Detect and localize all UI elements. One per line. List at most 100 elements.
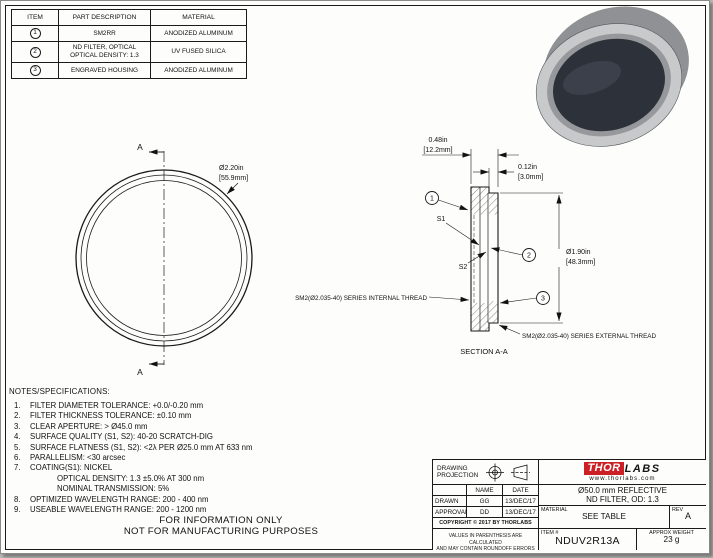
part-title-line1: Ø50.0 mm REFLECTIVE (578, 485, 667, 495)
logo-labs-text: LABS (624, 462, 661, 475)
bom-item-3-balloon: 3 (29, 65, 41, 76)
bom-table: ITEM PART DESCRIPTION MATERIAL 1 SM2RR A… (11, 9, 247, 79)
part-title-line2: ND FILTER, OD: 1.3 (586, 495, 659, 504)
approval-date-cell: 13/DEC/17 (502, 506, 538, 517)
balloon-1-leader (438, 199, 469, 211)
rev-value: A (684, 511, 691, 521)
hatch-top-lip (489, 193, 498, 215)
front-view: A A Ø2.20in [55.9mm] (75, 142, 253, 377)
note-subline: NOMINAL TRANSMISSION: 5% (57, 484, 170, 494)
iso-glass-sheen (563, 60, 621, 95)
title-block: DRAWING PROJECTION NAME DATE DRAWN GG 13… (432, 459, 706, 550)
drawing-frame (5, 5, 706, 550)
internal-thread-leader (428, 296, 470, 302)
note-line: 5.SURFACE FLATNESS (S1, S2): <2λ PER Ø25… (14, 442, 253, 452)
projection-symbol-icon (486, 463, 531, 481)
front-dia-mm: [55.9mm] (219, 175, 248, 182)
internal-thread-label: SM2(Ø2.035-40) SERIES INTERNAL THREAD (295, 295, 427, 302)
iso-view (535, 6, 689, 147)
names-corner-cell (432, 484, 466, 495)
bom-header-item: ITEM (11, 9, 59, 26)
balloon-2-number: 2 (527, 253, 531, 260)
balloon-1 (425, 191, 439, 205)
notes-section: NOTES/SPECIFICATIONS: 1.FILTER DIAMETER … (9, 387, 429, 515)
front-dia-in: Ø2.20in (219, 165, 244, 172)
not-mfg-text: NOT FOR MANUFACTURING PURPOSES (123, 526, 319, 537)
item-number-value: NDUV2R13A (555, 535, 620, 547)
weight-label: APPROX WEIGHT (649, 530, 694, 536)
section-title: SECTION A-A (460, 347, 508, 356)
surface-s1-label: S1 (437, 216, 446, 223)
dim-190-mm: [48.3mm] (566, 259, 595, 266)
s2-leader (467, 251, 487, 264)
logo-thor-text: THOR (584, 462, 624, 475)
bom-item-2-balloon: 2 (29, 46, 41, 58)
dim-048-mm: [12.2mm] (423, 147, 452, 154)
drawn-label-cell: DRAWN (432, 495, 466, 506)
part-title-cell: Ø50.0 mm REFLECTIVE ND FILTER, OD: 1.3 (538, 484, 706, 505)
approval-label-cell: APPROVAL (432, 506, 466, 517)
weight-cell: APPROX WEIGHT 23 g (636, 528, 706, 550)
info-only-text: FOR INFORMATION ONLY (159, 515, 283, 526)
bom-header-description: PART DESCRIPTION (58, 9, 151, 26)
bom-header-material: MATERIAL (150, 9, 247, 26)
projection-label-line1: DRAWING (437, 464, 468, 472)
external-thread-label: SM2(Ø2.035-40) SERIES EXTERNAL THREAD (522, 333, 656, 340)
item-number-label: ITEM # (541, 530, 559, 536)
bom-row-1-material: ANODIZED ALUMINUM (150, 25, 247, 42)
dim-190-in: Ø1.90in (566, 249, 591, 256)
external-thread-leader (498, 324, 521, 335)
bom-row-2-material: UV FUSED SILICA (150, 41, 247, 63)
front-dia-leader (226, 182, 239, 195)
material-cell: MATERIAL SEE TABLE (538, 505, 669, 528)
notes-heading: NOTES/SPECIFICATIONS: (9, 387, 110, 396)
hatch-bottom-lip (489, 301, 498, 323)
balloon-1-number: 1 (430, 196, 434, 203)
surface-s2-label: S2 (459, 264, 468, 271)
thorlabs-website: www.thorlabs.com (589, 476, 656, 482)
balloon-3-leader (499, 297, 537, 305)
dim-012-mm: [3.0mm] (518, 174, 543, 181)
note-line: 4.SURFACE QUALITY (S1, S2): 40-20 SCRATC… (14, 432, 213, 442)
material-value: SEE TABLE (582, 512, 626, 521)
s1-leader (445, 222, 480, 246)
bom-row-2: 2 ND FILTER, OPTICAL OPTICAL DENSITY: 1.… (11, 41, 247, 63)
note-line: 9.USEABLE WAVELENGTH RANGE: 200 - 1200 n… (14, 505, 207, 515)
date-header-cell: DATE (502, 484, 538, 495)
dim-048-in: 0.48in (428, 137, 447, 144)
balloon-2-leader (490, 247, 523, 256)
balloon-3-number: 3 (541, 296, 545, 303)
bom-row-2-description: ND FILTER, OPTICAL OPTICAL DENSITY: 1.3 (58, 41, 151, 63)
section-label-a-top: A (137, 142, 143, 152)
dim-012-in: 0.12in (518, 164, 537, 171)
values-note-line1: VALUES IN PARENTHESIS ARE CALCULATED (448, 533, 523, 546)
bom-row-3-description: ENGRAVED HOUSING (58, 62, 151, 79)
section-label-a-bottom: A (137, 367, 143, 377)
bom-row-3: 3 ENGRAVED HOUSING ANODIZED ALUMINUM (11, 62, 247, 79)
weight-value: 23 g (663, 535, 680, 544)
bom-row-1: 1 SM2RR ANODIZED ALUMINUM (11, 25, 247, 42)
rev-cell: REV A (669, 505, 706, 528)
name-header-cell: NAME (466, 484, 502, 495)
note-line: 3.CLEAR APERTURE: > Ø45.0 mm (14, 421, 148, 431)
note-line: 1.FILTER DIAMETER TOLERANCE: +0.0/-0.20 … (14, 401, 204, 410)
note-line: 6.PARALLELISM: <30 arcsec (14, 453, 126, 463)
material-label: MATERIAL (541, 507, 568, 513)
bom-row-1-description: SM2RR (58, 25, 151, 42)
note-line: 2.FILTER THICKNESS TOLERANCE: ±0.10 mm (14, 411, 192, 421)
note-line: 8.OPTIMIZED WAVELENGTH RANGE: 200 - 400 … (14, 494, 209, 504)
bom-header-row: ITEM PART DESCRIPTION MATERIAL (11, 9, 247, 26)
note-subline: OPTICAL DENSITY: 1.3 ±5.0% AT 300 nm (57, 473, 205, 483)
balloon-2 (522, 248, 536, 262)
bom-item-1-balloon: 1 (29, 28, 41, 39)
item-number-cell: ITEM # NDUV2R13A (538, 528, 636, 550)
drawn-date-cell: 13/DEC/17 (502, 495, 538, 506)
values-note-line2: AND MAY CONTAIN ROUNDOFF ERRORS (436, 546, 535, 550)
copyright-text: COPYRIGHT © 2017 BY THORLABS (432, 517, 538, 528)
note-line: 7.COATING(S1): NICKEL (14, 463, 113, 473)
projection-cell: DRAWING PROJECTION (432, 459, 538, 484)
rev-label: REV (672, 507, 684, 513)
